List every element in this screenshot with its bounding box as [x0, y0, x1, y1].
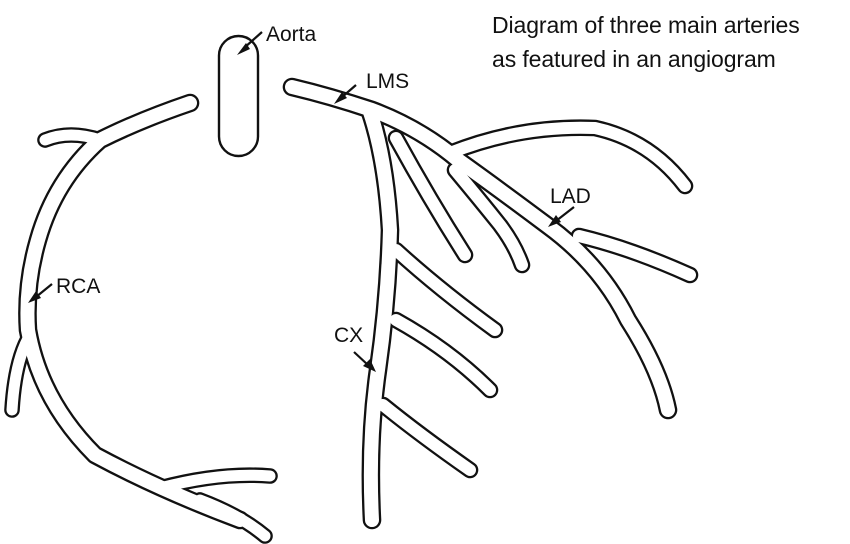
vessel-rca-top-branch [45, 135, 100, 140]
label-aorta: Aorta [266, 23, 317, 46]
vessel-fills [12, 87, 690, 536]
vessel-rca-left-branch [12, 335, 30, 410]
label-rca: RCA [56, 275, 100, 298]
label-lad: LAD [550, 185, 591, 208]
vessel-rca-outline [27, 103, 240, 520]
vessel-cx-branch-2 [396, 250, 495, 330]
vessel-rca [27, 103, 240, 520]
label-lms: LMS [366, 70, 409, 93]
pointer-lad [548, 207, 574, 227]
vessel-cx-branch-3 [396, 320, 490, 390]
vessel-cx-branch-4 [383, 405, 470, 470]
label-cx: CX [334, 324, 363, 347]
